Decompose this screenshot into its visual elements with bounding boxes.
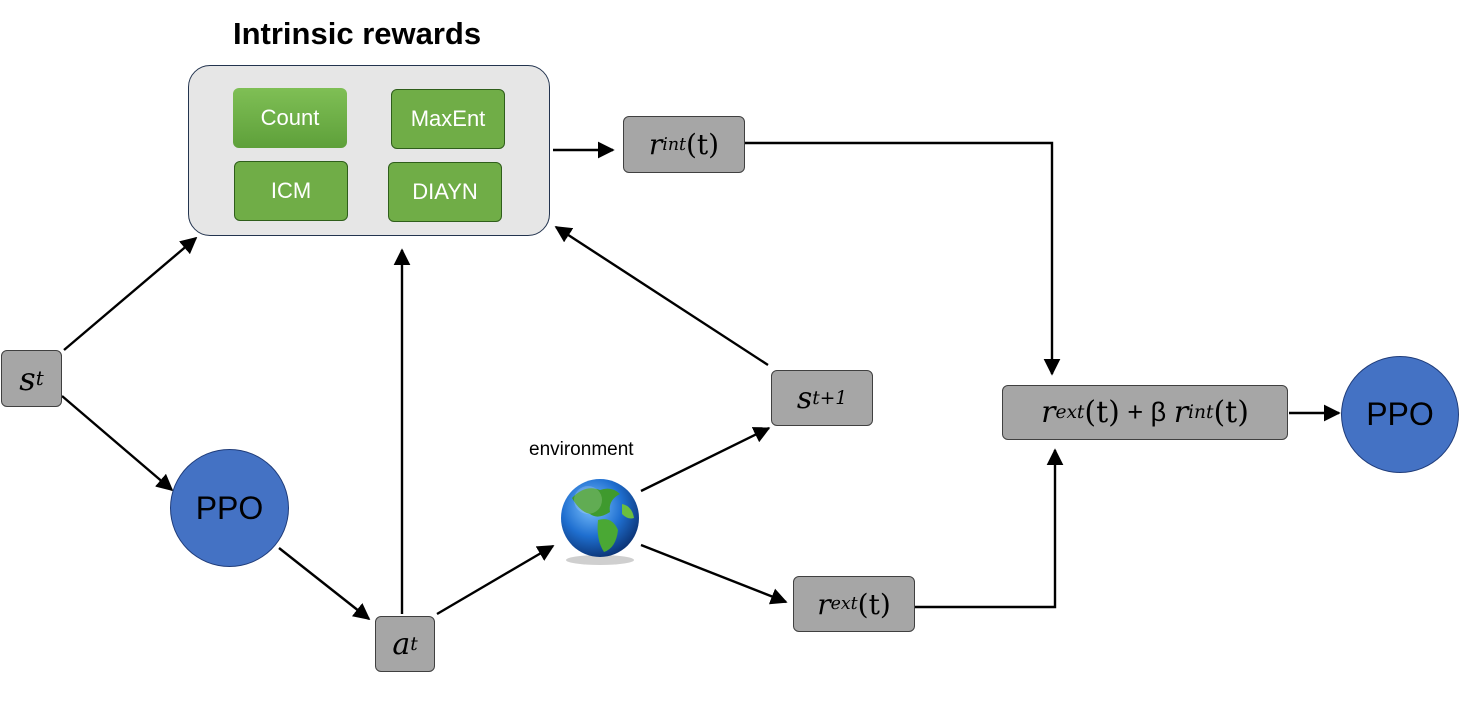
environment-label: environment [529, 439, 634, 460]
arrow-rext-to-combined [915, 448, 1064, 609]
arrow-st1-to-intrinsic [554, 225, 769, 367]
method-diayn: DIAYN [388, 162, 502, 222]
arrow-at-to-env [436, 544, 555, 616]
method-icm: ICM [234, 161, 348, 221]
arrow-st-to-intrinsic [63, 236, 198, 351]
intrinsic-rewards-title: Intrinsic rewards [233, 16, 482, 51]
method-maxent: MaxEnt [391, 89, 505, 149]
ppo-policy-node: PPO [170, 449, 289, 567]
globe-icon [561, 479, 639, 565]
method-count: Count [233, 88, 347, 148]
arrow-env-to-st1 [640, 426, 771, 493]
ppo-update-node: PPO [1341, 356, 1459, 473]
arrow-env-to-rext [640, 543, 788, 605]
arrow-ppo-to-at [278, 547, 371, 621]
arrow-rint-to-combined [745, 141, 1061, 376]
arrow-st-to-ppo [61, 395, 174, 492]
